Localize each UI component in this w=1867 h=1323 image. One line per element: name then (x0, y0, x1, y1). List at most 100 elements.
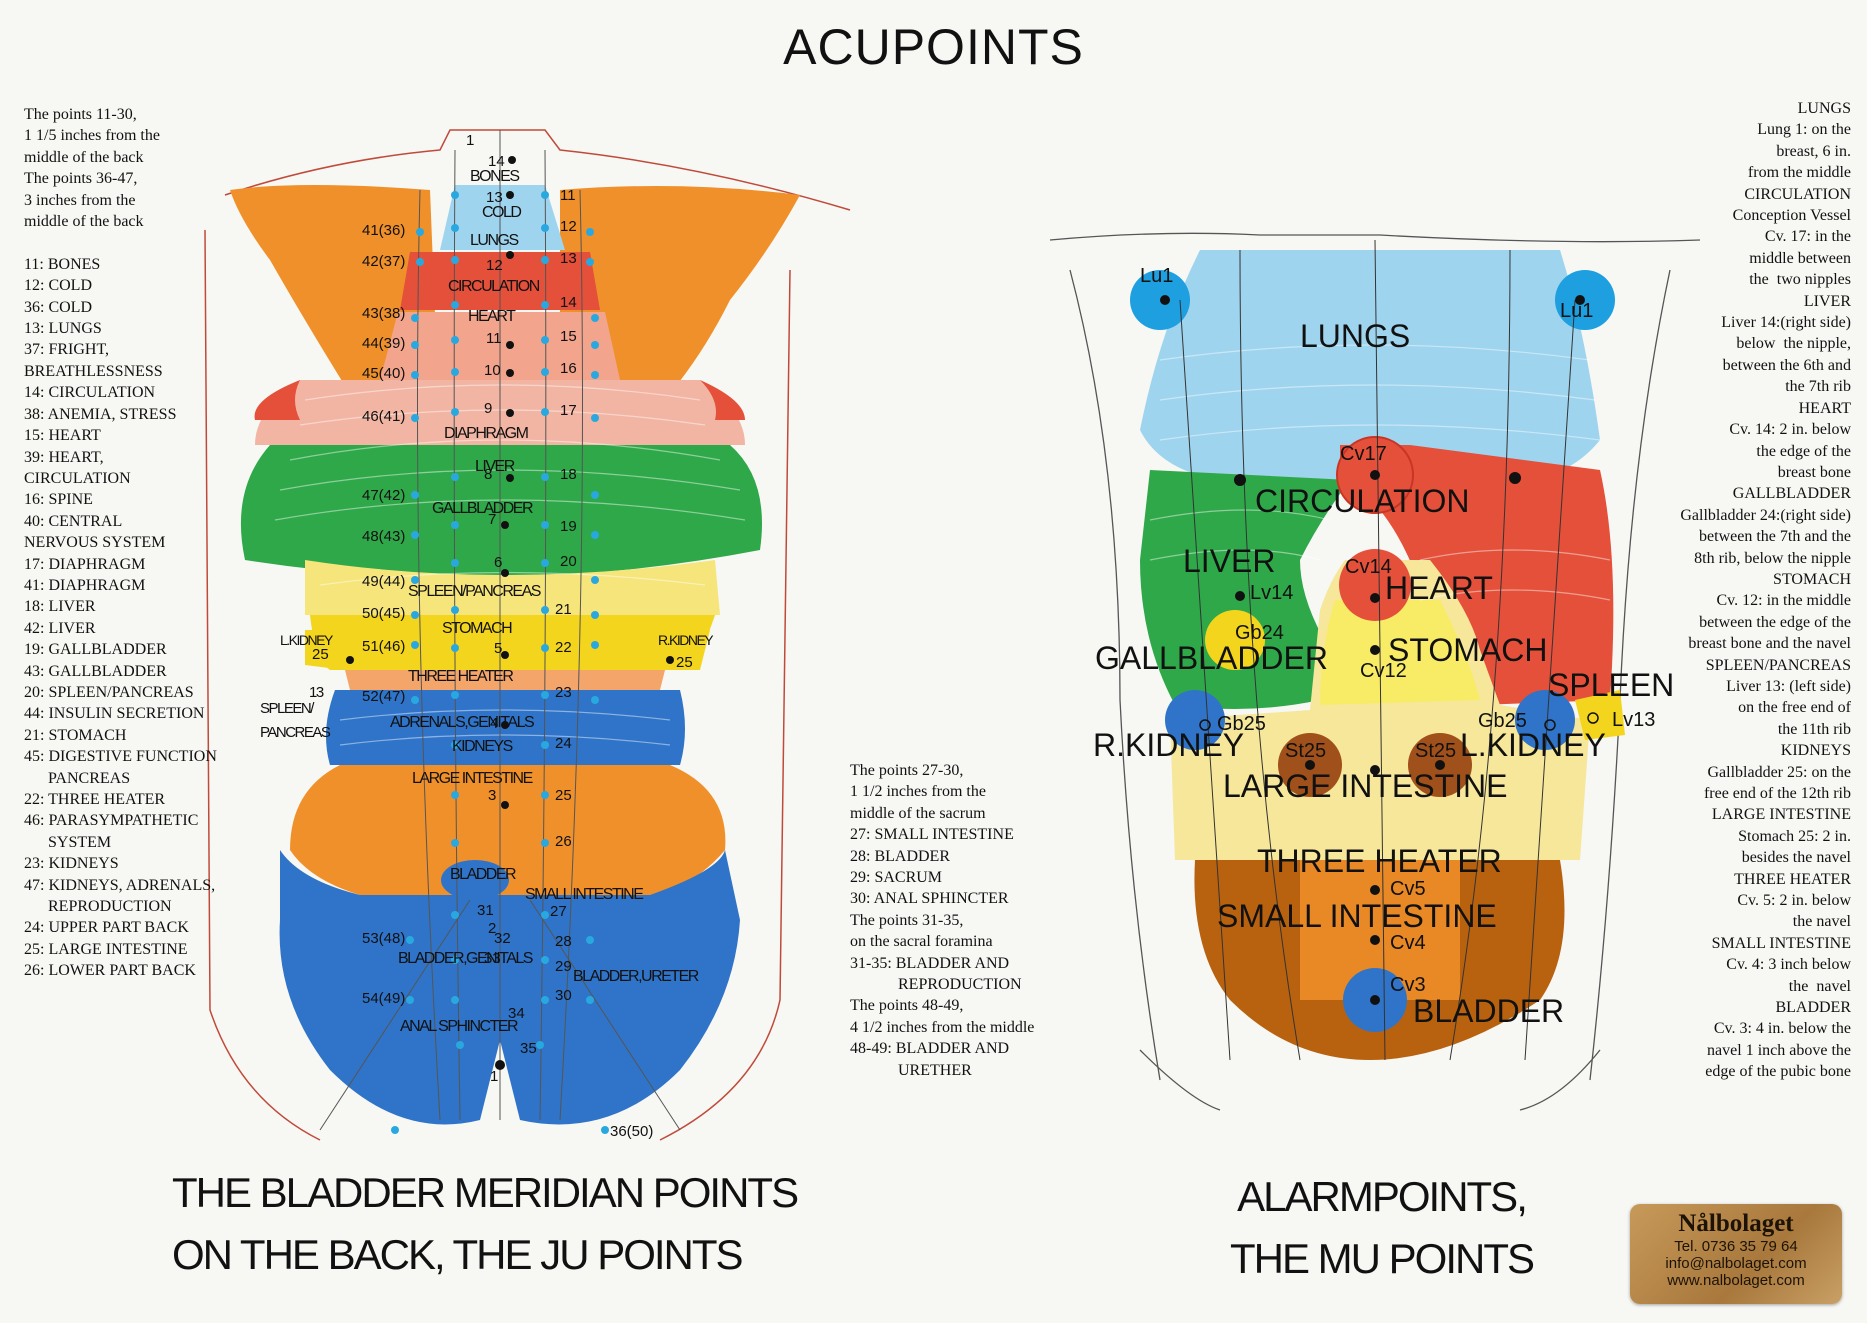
center-point-0: 1 (466, 132, 475, 149)
left-point-10: 51(46) (362, 638, 406, 655)
pt-lv13: Lv13 (1612, 709, 1656, 731)
center-point-14: 31 (477, 902, 494, 919)
label-small-intestine: SMALL INTESTINE (525, 886, 644, 903)
back-note-line: REPRODUCTION (24, 898, 172, 916)
center-point-16: 33 (484, 950, 501, 967)
middle-note-line: 30: ANAL SPHINCTER (850, 890, 1009, 908)
back-caption: THE BLADDER MERIDIAN POINTS ON THE BACK,… (172, 1169, 799, 1278)
right-point-10: 21 (555, 601, 572, 618)
right-point-6: 17 (560, 402, 577, 419)
center-point-1: 14 (488, 153, 505, 170)
middle-note-line: 27: SMALL INTESTINE (850, 826, 1014, 844)
center-point-5: 10 (484, 362, 501, 379)
back-note-line: 18: LIVER (24, 598, 96, 616)
right-note-line: the 7th rib (1785, 378, 1851, 396)
center-point-19: 25 (312, 646, 329, 663)
back-note-line: 39: HEART, (24, 448, 104, 466)
band-stomach (310, 615, 715, 670)
left-point-5: 46(41) (362, 408, 406, 425)
center-point-9: 6 (494, 554, 503, 571)
right-point-14: 25 (555, 787, 572, 804)
label-lkidney: L.KIDNEY (280, 632, 333, 648)
front-label-small-intestine: SMALL INTESTINE (1217, 898, 1497, 934)
center-point-6: 9 (484, 400, 493, 417)
brand-email: info@nalbolaget.com (1665, 1255, 1807, 1272)
pt-gb24: Gb24 (1235, 622, 1284, 644)
middle-note-line: middle of the sacrum (850, 804, 986, 822)
right-note-line: BLADDER (1775, 999, 1851, 1017)
back-note-line: 40: CENTRAL (24, 512, 123, 530)
center-point-12: 3 (488, 787, 497, 804)
right-point-5: 16 (560, 360, 577, 377)
center-point-4: 11 (486, 330, 502, 347)
right-point-4: 15 (560, 328, 577, 345)
right-point-20: 35 (520, 1040, 537, 1057)
front-circulation (1340, 445, 1614, 705)
pt-lu1-left: Lu1 (1140, 265, 1174, 287)
right-point-12: 23 (555, 684, 572, 701)
back-note-line: 1 1/5 inches from the (24, 127, 160, 145)
right-note-line: Cv. 3: 4 in. below the (1713, 1020, 1851, 1038)
right-note-line: from the middle (1747, 164, 1851, 182)
middle-note-line: The points 31-35, (850, 911, 964, 929)
back-note-line: BREATHLESSNESS (24, 362, 163, 380)
page-title: ACUPOINTS (783, 19, 1084, 75)
pt-cv5: Cv5 (1390, 878, 1426, 900)
right-note-line: STOMACH (1773, 570, 1851, 588)
center-point-2: 13 (486, 189, 503, 206)
left-point-2: 43(38) (362, 305, 406, 322)
back-note-line: PANCREAS (24, 769, 131, 787)
front-label-lungs: LUNGS (1300, 318, 1411, 354)
middle-note-line: REPRODUCTION (850, 976, 1022, 994)
right-note-line: Stomach 25: 2 in. (1738, 827, 1851, 845)
back-note-line: 42: LIVER (24, 619, 96, 637)
label-circulation: CIRCULATION (448, 278, 540, 295)
right-note-line: the navel (1792, 913, 1851, 931)
pt-cv17: Cv17 (1340, 443, 1387, 465)
right-note-line: breast bone (1777, 463, 1851, 481)
brand-phone: Tel. 0736 35 79 64 (1674, 1238, 1798, 1255)
right-point-3: 14 (560, 294, 577, 311)
front-label-three-heater: THREE HEATER (1257, 843, 1502, 879)
back-note-line: 26: LOWER PART BACK (24, 962, 196, 980)
back-note-line: 21: STOMACH (24, 726, 127, 744)
band-large-intestine (290, 765, 726, 895)
center-point-7: 8 (484, 466, 493, 483)
band-three-heater (345, 670, 665, 690)
front-stomach (1170, 560, 1590, 860)
right-note-line: between the 7th and the (1699, 528, 1851, 546)
back-note-line: 38: ANEMIA, STRESS (24, 405, 177, 423)
pt-st25-left: St25 (1285, 740, 1327, 762)
back-note-line: CIRCULATION (24, 469, 131, 487)
right-note-line: free end of the 12th rib (1703, 785, 1851, 802)
right-scapula (560, 186, 800, 440)
back-note-line: 16: SPINE (24, 491, 93, 509)
right-note-line: edge of the pubic bone (1705, 1063, 1851, 1081)
right-note-line: breast bone and the navel (1688, 635, 1851, 653)
left-point-3: 44(39) (362, 335, 406, 352)
right-point-17: 28 (555, 933, 572, 950)
right-note-line: Cv. 12: in the middle (1716, 592, 1851, 610)
label-anal-sphincter: ANAL SPHINCTER (400, 1018, 519, 1035)
right-point-11: 22 (555, 639, 572, 656)
back-note-line: 47: KIDNEYS, ADRENALS, (24, 876, 216, 894)
back-note-line: middle of the back (24, 148, 144, 166)
front-label-gallbladder: GALLBLADDER (1095, 640, 1328, 676)
middle-note-line: 48-49: BLADDER AND (850, 1040, 1010, 1058)
left-point-4: 45(40) (362, 365, 406, 382)
right-note-line: GALLBLADDER (1732, 485, 1851, 503)
center-point-8: 7 (488, 511, 497, 528)
pt-cv12: Cv12 (1360, 660, 1407, 682)
back-note-line: 45: DIGESTIVE FUNCTION (24, 748, 217, 766)
label-three-heater: THREE HEATER (408, 668, 514, 685)
label-cold: COLD (482, 204, 522, 221)
pt-cv3: Cv3 (1390, 974, 1426, 996)
brand-web: www.nalbolaget.com (1667, 1272, 1805, 1289)
label-diaphragm: DIAPHRAGM (444, 425, 529, 442)
front-label-rkidney: R.KIDNEY (1093, 727, 1245, 763)
middle-note-line: on the sacral foramina (850, 933, 993, 951)
front-caption: ALARMPOINTS, THE MU POINTS (1230, 1173, 1535, 1282)
